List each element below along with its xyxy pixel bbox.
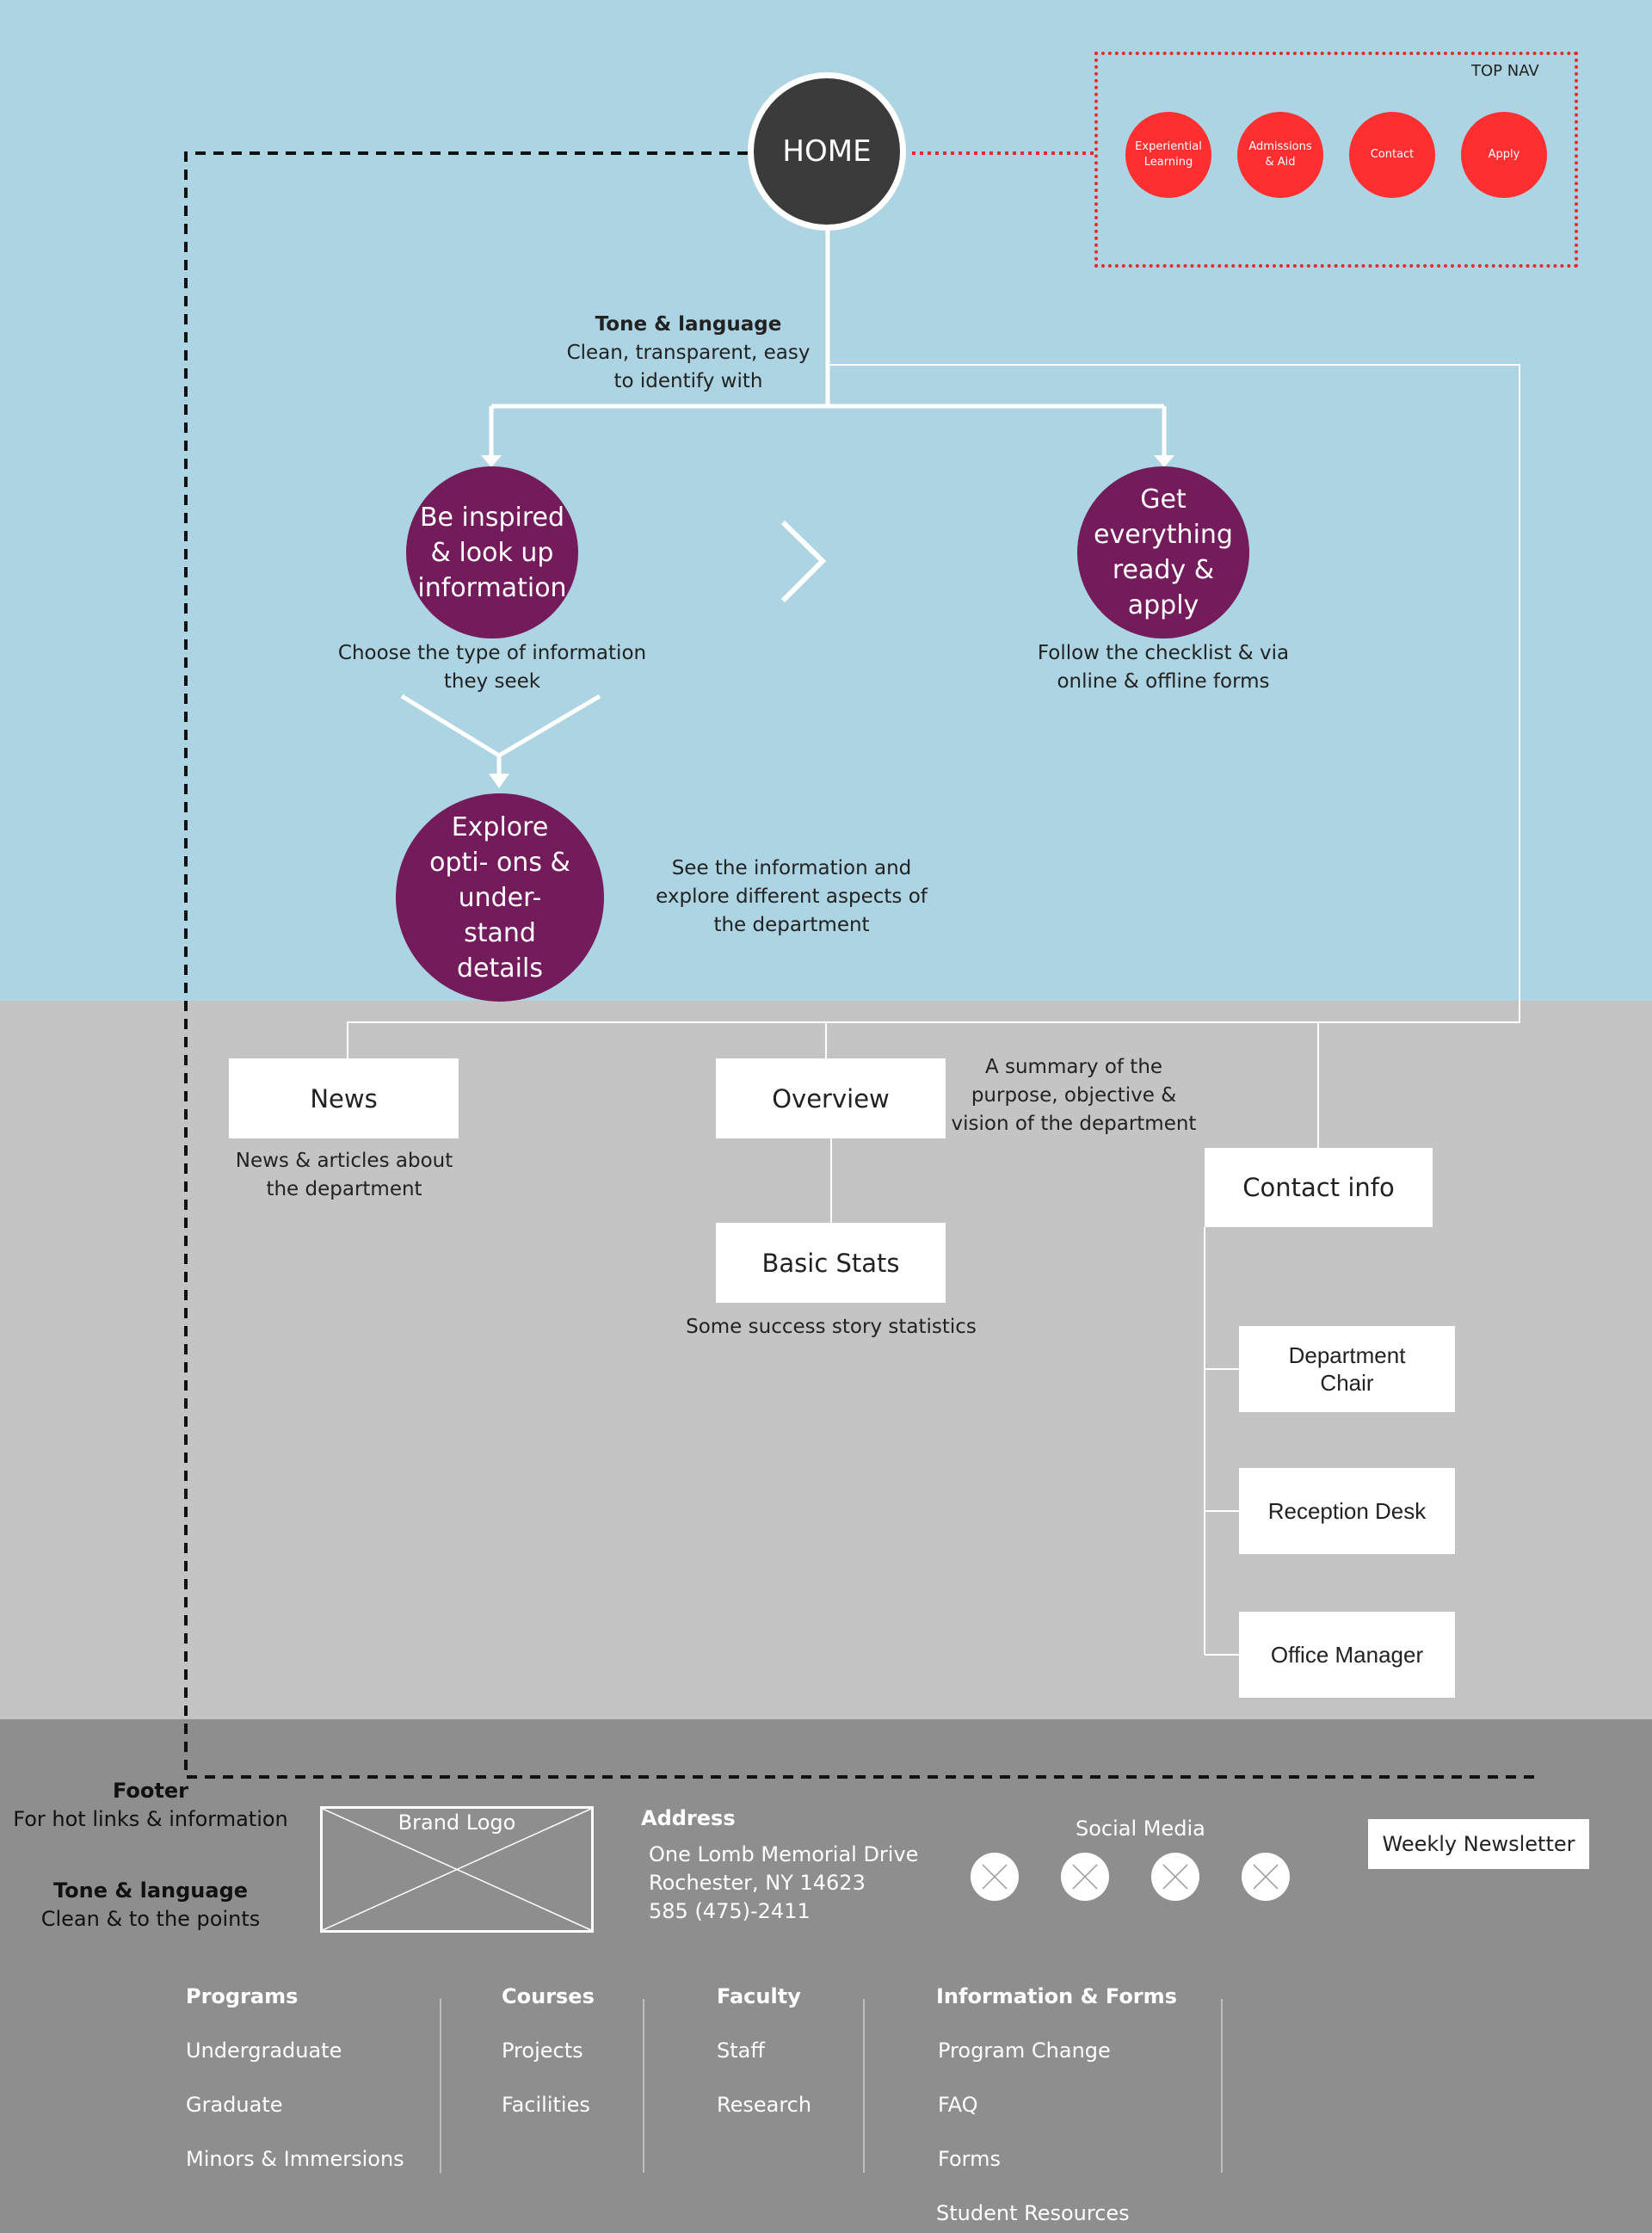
footer-link[interactable]: Forms bbox=[938, 2147, 1001, 2171]
footer-title: Footer bbox=[113, 1779, 188, 1803]
footer-link[interactable]: Graduate bbox=[186, 2093, 283, 2117]
home-label: HOME bbox=[782, 134, 872, 169]
social-icon[interactable] bbox=[1151, 1853, 1199, 1901]
brand-logo-label: Brand Logo bbox=[398, 1810, 516, 1835]
footer-column-heading: Faculty bbox=[717, 1984, 801, 2008]
footer-subtitle: For hot links & information bbox=[13, 1807, 288, 1831]
explore-node[interactable]: Explore opti- ons & under- stand details bbox=[396, 793, 604, 1002]
top-nav-item-label: Apply bbox=[1488, 148, 1520, 161]
newsletter-label: Weekly Newsletter bbox=[1382, 1832, 1575, 1856]
brand-logo[interactable]: Brand Logo bbox=[320, 1806, 594, 1933]
footer-note: Footer For hot links & information bbox=[9, 1777, 293, 1834]
footer-link[interactable]: FAQ bbox=[938, 2093, 978, 2117]
contact-info-label: Contact info bbox=[1242, 1173, 1395, 1202]
footer-tone-text: Clean & to the points bbox=[40, 1907, 261, 1931]
footer-link[interactable]: Student Resources bbox=[936, 2201, 1130, 2225]
news-box[interactable]: News bbox=[229, 1058, 459, 1138]
office-manager-box[interactable]: Office Manager bbox=[1239, 1612, 1455, 1698]
footer-link[interactable]: Program Change bbox=[938, 2039, 1111, 2063]
inspired-label: Be inspired & look up information bbox=[417, 502, 567, 603]
apply-node[interactable]: Get everything ready & apply bbox=[1077, 466, 1249, 638]
basic-stats-caption: Some success story statistics bbox=[686, 1316, 977, 1338]
top-nav-item-label: Admissions & Aid bbox=[1248, 140, 1312, 169]
social-icon[interactable] bbox=[1061, 1853, 1109, 1901]
tone-language-note: Tone & language Clean, transparent, easy… bbox=[559, 311, 817, 396]
footer-tone-title: Tone & language bbox=[52, 1878, 249, 1903]
footer-link[interactable]: Projects bbox=[502, 2039, 583, 2063]
overview-caption: A summary of the purpose, objective & vi… bbox=[951, 1056, 1197, 1135]
top-nav-frame bbox=[1094, 52, 1578, 268]
footer-link[interactable]: Research bbox=[717, 2093, 812, 2117]
address-line1: One Lomb Memorial Drive bbox=[649, 1842, 919, 1866]
apply-caption: Follow the checklist & via online & offl… bbox=[1037, 642, 1290, 693]
tone-language-text: Clean, transparent, easy to identify wit… bbox=[566, 342, 811, 392]
address-line2: Rochester, NY 14623 bbox=[649, 1871, 866, 1895]
column-divider bbox=[440, 1999, 441, 2173]
column-divider bbox=[863, 1999, 865, 2173]
footer-tone-note: Tone & language Clean & to the points bbox=[9, 1877, 293, 1934]
inspired-caption: Choose the type of information they seek bbox=[337, 642, 647, 693]
newsletter-button[interactable]: Weekly Newsletter bbox=[1368, 1819, 1589, 1869]
reception-desk-label: Reception Desk bbox=[1267, 1498, 1427, 1524]
news-label: News bbox=[310, 1083, 378, 1113]
explore-label: Explore opti- ons & under- stand details bbox=[429, 811, 570, 984]
social-icon[interactable] bbox=[971, 1853, 1019, 1901]
news-caption: News & articles about the department bbox=[235, 1150, 453, 1200]
footer-column-heading: Programs bbox=[186, 1984, 299, 2008]
home-node[interactable]: HOME bbox=[748, 72, 906, 231]
column-divider bbox=[1221, 1999, 1223, 2173]
social-icon[interactable] bbox=[1242, 1853, 1290, 1901]
top-nav-item-apply[interactable]: Apply bbox=[1461, 112, 1547, 198]
top-nav-item-admissions[interactable]: Admissions & Aid bbox=[1237, 112, 1323, 198]
column-divider bbox=[643, 1999, 644, 2173]
overview-label: Overview bbox=[772, 1083, 890, 1113]
basic-stats-label: Basic Stats bbox=[761, 1248, 900, 1278]
reception-desk-box[interactable]: Reception Desk bbox=[1239, 1468, 1455, 1554]
footer-link[interactable]: Staff bbox=[717, 2039, 765, 2063]
explore-caption: See the information and explore differen… bbox=[656, 857, 928, 936]
address-title: Address bbox=[641, 1806, 736, 1830]
footer-link[interactable]: Facilities bbox=[502, 2093, 590, 2117]
footer-column-heading: Courses bbox=[502, 1984, 595, 2008]
apply-label: Get everything ready & apply bbox=[1094, 484, 1233, 620]
social-media-title: Social Media bbox=[1076, 1817, 1205, 1841]
top-nav-item-experiential-learning[interactable]: Experiential Learning bbox=[1125, 112, 1211, 198]
contact-info-box[interactable]: Contact info bbox=[1205, 1148, 1433, 1227]
office-manager-label: Office Manager bbox=[1270, 1642, 1424, 1668]
tone-language-title: Tone & language bbox=[595, 313, 782, 336]
footer-column-heading: Information & Forms bbox=[936, 1984, 1177, 2008]
top-nav-item-contact[interactable]: Contact bbox=[1349, 112, 1435, 198]
top-nav-item-label: Experiential Learning bbox=[1135, 140, 1202, 169]
image-placeholder-icon bbox=[323, 1809, 591, 1930]
department-chair-box[interactable]: Department Chair bbox=[1239, 1326, 1455, 1412]
footer-link[interactable]: Minors & Immersions bbox=[186, 2147, 404, 2171]
footer-link[interactable]: Undergraduate bbox=[186, 2039, 342, 2063]
top-nav-title: TOP NAV bbox=[1471, 62, 1539, 80]
footer-band bbox=[0, 1719, 1652, 2233]
inspired-node[interactable]: Be inspired & look up information bbox=[406, 466, 578, 638]
top-nav-item-label: Contact bbox=[1370, 148, 1415, 161]
phone-number: 585 (475)-2411 bbox=[649, 1899, 811, 1923]
overview-box[interactable]: Overview bbox=[716, 1058, 946, 1138]
department-chair-label: Department Chair bbox=[1288, 1342, 1406, 1396]
basic-stats-box[interactable]: Basic Stats bbox=[716, 1223, 946, 1303]
